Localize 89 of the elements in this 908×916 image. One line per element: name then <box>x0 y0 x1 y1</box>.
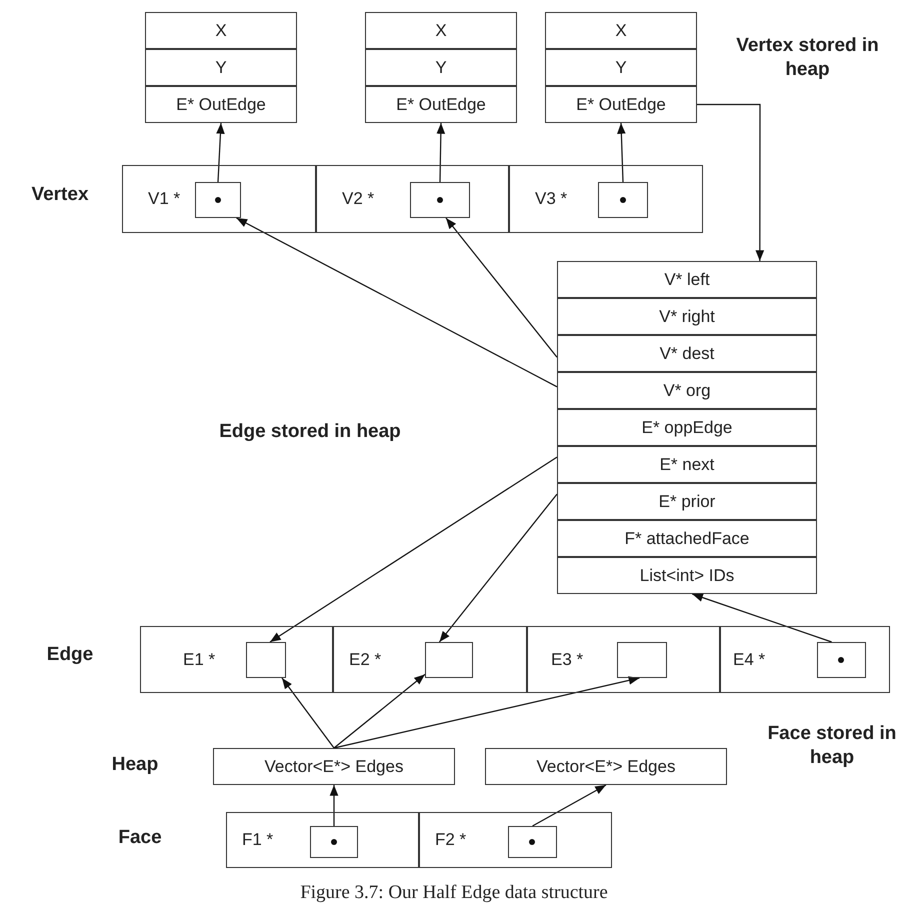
field-row <box>557 335 817 372</box>
pointer-box <box>310 826 358 858</box>
field-row <box>365 49 517 86</box>
arrow <box>270 456 558 642</box>
field-name: E* OutEdge <box>576 94 666 114</box>
array-cell <box>122 165 316 233</box>
pointer-box <box>616 642 666 678</box>
section-label: Face stored in heap <box>766 722 898 770</box>
field-row <box>557 298 817 335</box>
field-name: E* OutEdge <box>176 94 266 114</box>
section-label: Edge <box>46 643 94 667</box>
array-cell <box>316 165 509 233</box>
pointer-box <box>598 182 648 218</box>
field-name: E* OutEdge <box>396 94 486 114</box>
array-cell <box>419 812 612 868</box>
field-name: Y <box>435 58 447 78</box>
field-name: X <box>435 20 447 40</box>
field-row <box>545 12 697 49</box>
pointer-box <box>246 642 286 678</box>
field-name: Vector<E*> Edges <box>264 756 404 776</box>
array-cell <box>140 626 333 693</box>
arrow <box>334 674 426 748</box>
field-name: Vector<E*> Edges <box>536 756 676 776</box>
field-name: X <box>615 20 627 40</box>
field-name: E3 * <box>551 650 584 670</box>
arrow <box>330 785 338 826</box>
section-label: Vertex stored in heap <box>735 34 880 82</box>
arrow <box>692 593 832 643</box>
arrow <box>236 217 558 388</box>
field-name: F2 * <box>435 830 466 850</box>
arrow <box>282 678 334 748</box>
field-row <box>557 372 817 409</box>
field-name: E* oppEdge <box>642 418 732 438</box>
field-row <box>365 86 517 123</box>
field-name: List<int> IDs <box>640 566 734 586</box>
arrow <box>532 784 606 827</box>
field-name: F* attachedFace <box>624 528 750 548</box>
figure-caption: Figure 3.7: Our Half Edge data structure <box>299 882 609 904</box>
field-name: Y <box>615 58 627 78</box>
field-name: V1 * <box>148 189 180 209</box>
arrow <box>216 122 225 182</box>
field-name: X <box>215 20 227 40</box>
field-row <box>485 748 727 785</box>
field-row <box>557 520 817 557</box>
array-cell <box>509 165 703 233</box>
field-row <box>145 49 297 86</box>
array-cell <box>527 626 720 693</box>
field-name: V3 * <box>535 189 568 209</box>
field-name: V* right <box>659 306 715 326</box>
section-label: Edge stored in heap <box>218 420 402 444</box>
field-name: E* next <box>660 454 714 474</box>
field-name: E2 * <box>349 650 382 670</box>
pointer-box <box>424 642 472 678</box>
field-row <box>545 49 697 86</box>
pointer-box <box>194 182 240 218</box>
section-label: Face <box>117 826 163 850</box>
field-name: E* prior <box>658 492 716 512</box>
section-label: Heap <box>110 753 160 777</box>
array-cell <box>226 812 419 868</box>
section-label: Vertex <box>30 183 90 207</box>
field-row <box>545 86 697 123</box>
arrow <box>438 494 558 642</box>
field-row <box>557 446 817 483</box>
field-row <box>557 483 817 520</box>
array-cell <box>333 626 527 693</box>
arrow <box>617 122 626 182</box>
field-row <box>213 748 455 785</box>
field-row <box>557 261 817 298</box>
pointer-box <box>816 642 866 678</box>
field-name: Y <box>215 58 227 78</box>
pointer-box <box>410 182 470 218</box>
field-row <box>365 12 517 49</box>
pointer-box <box>508 826 556 858</box>
arrow <box>334 676 640 749</box>
field-row <box>145 12 297 49</box>
field-name: V* org <box>663 380 711 400</box>
array-cell <box>720 626 890 693</box>
arrow <box>446 218 558 358</box>
field-name: V* dest <box>660 344 714 364</box>
field-name: E1 * <box>183 650 216 670</box>
field-row <box>145 86 297 123</box>
field-row <box>557 557 817 594</box>
arrow <box>436 122 446 182</box>
field-row <box>557 409 817 446</box>
field-name: V* left <box>664 270 710 290</box>
field-name: V2 * <box>342 189 374 209</box>
field-name: F1 * <box>242 830 274 850</box>
field-name: E4 * <box>733 650 766 670</box>
arrow <box>697 104 764 261</box>
